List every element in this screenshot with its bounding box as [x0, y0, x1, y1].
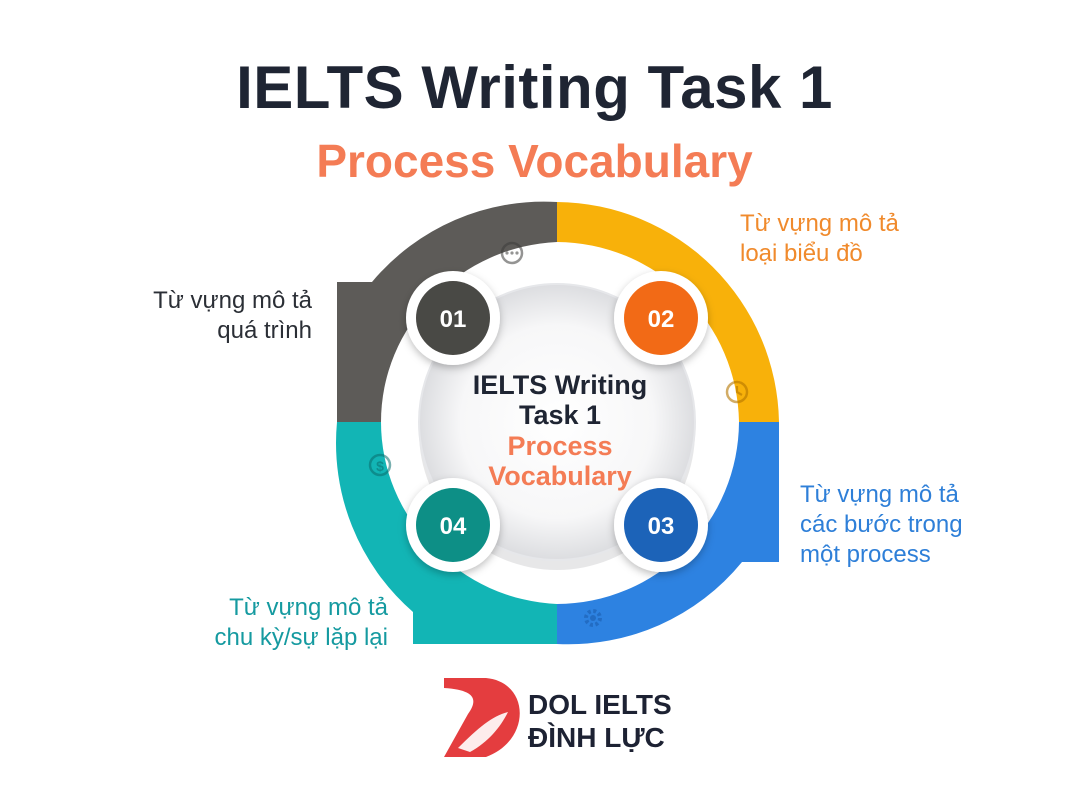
step-01-label: Từ vựng mô tả quá trình: [100, 286, 312, 346]
clock-icon: [725, 380, 749, 404]
step-03-label-line1: Từ vựng mô tả: [800, 481, 959, 508]
step-04-label-line1: Từ vựng mô tả: [229, 594, 388, 621]
step-04-number: 04: [440, 513, 467, 540]
chat-icon: [500, 241, 524, 265]
center-disc: [418, 283, 696, 561]
step-03-label-line3: một process: [800, 541, 931, 568]
brand-logo-text: DOL IELTS ĐÌNH LỰC: [528, 688, 672, 754]
dol-logo-mark: [444, 678, 520, 757]
step-04-label: Từ vựng mô tả chu kỳ/sự lặp lại: [150, 593, 388, 653]
svg-text:$: $: [376, 458, 384, 474]
step-03-number: 03: [648, 513, 675, 540]
center-title-line2: Task 1: [519, 400, 601, 430]
step-02-label: Từ vựng mô tả loại biểu đồ: [740, 209, 899, 269]
step-03-label: Từ vựng mô tả các bước trong một process: [800, 480, 963, 570]
segment-03: [557, 422, 779, 645]
step-04-label-line2: chu kỳ/sự lặp lại: [214, 624, 388, 651]
segment-01: [337, 201, 557, 422]
dollar-icon: $: [368, 453, 392, 477]
step-03-badge: [614, 478, 708, 572]
gear-icon: [584, 609, 602, 627]
step-01-label-line1: Từ vựng mô tả: [153, 287, 312, 314]
page-title: IELTS Writing Task 1: [236, 54, 833, 121]
step-02-number: 02: [648, 306, 675, 333]
segment-04: [336, 422, 557, 644]
brand-name-line2: ĐÌNH LỰC: [528, 722, 665, 753]
step-01-label-line2: quá trình: [217, 317, 312, 344]
step-02-label-line2: loại biểu đồ: [740, 240, 863, 267]
center-subtitle-line1: Process: [507, 431, 612, 461]
page-subtitle: Process Vocabulary: [316, 135, 753, 187]
step-03-label-line2: các bước trong: [800, 511, 963, 538]
step-01-badge: [406, 271, 500, 365]
segment-02: [557, 202, 779, 422]
center-title-line1: IELTS Writing: [473, 370, 648, 400]
step-02-label-line1: Từ vựng mô tả: [740, 210, 899, 237]
step-01-number: 01: [440, 306, 467, 333]
step-04-badge: [406, 478, 500, 572]
step-02-badge: [614, 271, 708, 365]
brand-name-line1: DOL IELTS: [528, 689, 672, 720]
center-subtitle-line2: Vocabulary: [488, 461, 632, 491]
